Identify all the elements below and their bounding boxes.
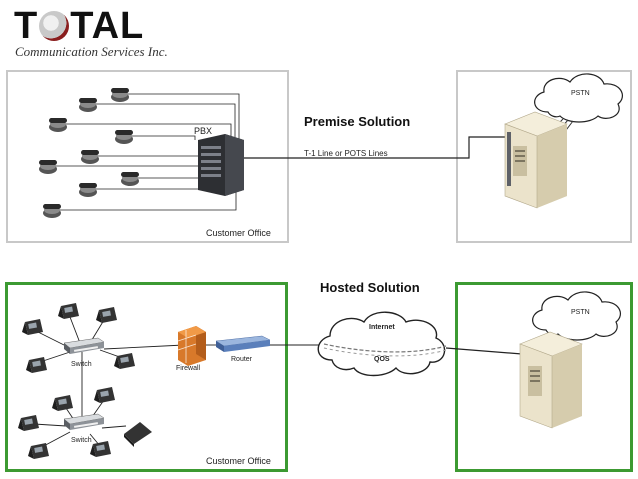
switch-label: Switch (71, 437, 92, 444)
phone-icon (115, 130, 133, 144)
pstn-cloud-icon (534, 73, 623, 123)
cloud-to-server-line (445, 347, 523, 355)
logo-letters-tal: TAL (70, 5, 145, 47)
premise-phone-wiring (56, 93, 240, 211)
customer-office-label: Customer Office (206, 228, 271, 238)
internet-cloud-icon (317, 311, 447, 377)
firewall-icon (177, 326, 206, 366)
phone-icon (49, 118, 67, 132)
trunk-line (244, 136, 505, 159)
hosted-solution-title: Hosted Solution (320, 280, 420, 295)
logo-tagline: Communication Services Inc. (15, 44, 168, 59)
phone-icon (39, 160, 57, 174)
hosted-pstn-box (455, 282, 633, 472)
ip-phone-icon (22, 319, 43, 335)
phone-icon (121, 172, 139, 186)
server-icon (519, 331, 583, 429)
premise-customer-office-box (6, 70, 289, 243)
ip-phone-icon (52, 395, 73, 411)
switch-icon (63, 337, 105, 354)
internet-label: Internet (369, 324, 395, 331)
ip-phone-icon (114, 353, 135, 369)
conference-phone-icon (124, 422, 152, 447)
switch-label: Switch (71, 361, 92, 368)
ip-phone-icon (90, 441, 111, 457)
pbx-label: PBX (194, 126, 213, 136)
firewall-label: Firewall (176, 365, 201, 372)
phone-icon (81, 150, 99, 164)
qos-label: QOS (374, 356, 390, 363)
switch-icon (63, 413, 105, 430)
logo-o-mark (39, 11, 70, 41)
phone-icon (79, 183, 97, 197)
hosted-customer-office-box (5, 282, 288, 472)
phone-icon (43, 204, 61, 218)
pstn-label: PSTN (571, 90, 590, 97)
premise-phones (39, 88, 139, 218)
router-label: Router (231, 356, 253, 363)
pbx-icon (198, 134, 244, 196)
ip-phone-icon (96, 307, 117, 323)
ip-phone-icon (18, 415, 39, 431)
pstn-label: PSTN (571, 309, 590, 316)
company-logo: T TAL (14, 6, 144, 46)
customer-office-label: Customer Office (206, 456, 271, 466)
ip-phone-icon (26, 357, 47, 373)
ip-phone-icon (28, 443, 49, 459)
ip-phones (18, 303, 135, 459)
phone-icon (79, 98, 97, 112)
ip-phone-icon (94, 387, 115, 403)
premise-solution-title: Premise Solution (304, 114, 411, 129)
server-rack-detail (507, 132, 511, 186)
server-icon (504, 111, 568, 209)
ip-phone-icon (58, 303, 79, 319)
logo-letter-t: T (14, 5, 39, 47)
trunk-line-label: T-1 Line or POTS Lines (304, 149, 388, 158)
premise-pstn-box (456, 70, 632, 243)
router-icon (215, 335, 271, 352)
phone-icon (111, 88, 129, 102)
